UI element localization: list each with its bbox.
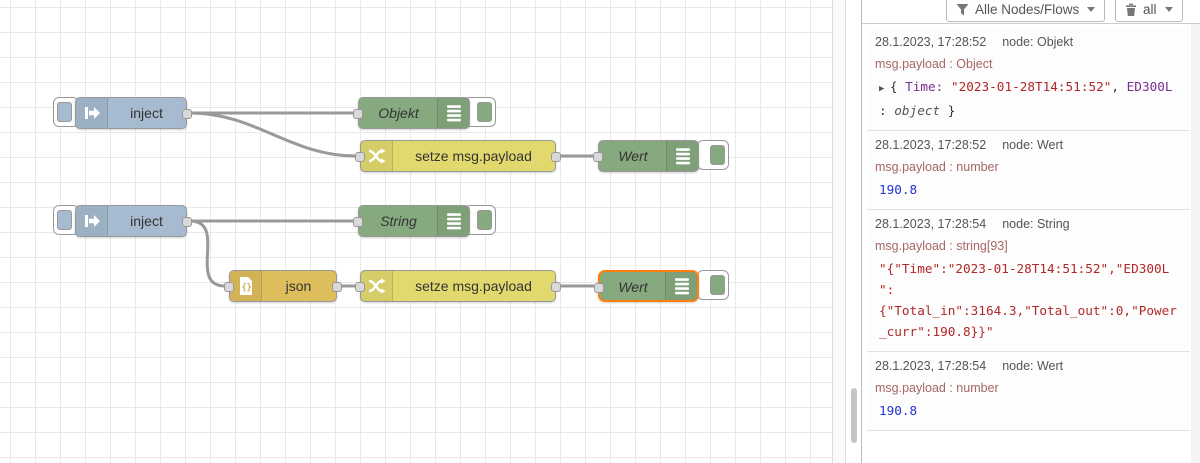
node-label: Wert <box>618 148 648 164</box>
debug-icon <box>666 141 698 171</box>
message-payload-value: 190.8 <box>879 403 918 418</box>
input-port[interactable] <box>353 217 363 227</box>
output-port[interactable] <box>551 282 561 292</box>
input-port[interactable] <box>594 283 604 293</box>
message-payload-value: "{"Time":"2023-01-28T14:51:52","ED300L "… <box>879 261 1177 339</box>
json-file-icon: {} <box>230 271 262 301</box>
inject-node[interactable]: inject <box>75 205 192 237</box>
output-port[interactable] <box>332 282 342 292</box>
message-payload-meta: msg.payload : number <box>875 381 999 395</box>
node-label: String <box>380 213 417 229</box>
shuffle-icon <box>361 271 393 301</box>
input-port[interactable] <box>355 152 365 162</box>
message-payload-value: 190.8 <box>879 182 918 197</box>
sidebar-scrollbar-thumb[interactable] <box>851 388 857 443</box>
node-label: Objekt <box>378 105 419 121</box>
wire[interactable] <box>188 111 358 158</box>
clear-button-label: all <box>1143 1 1157 17</box>
debug-message: 28.1.2023, 17:28:54 node: String msg.payl… <box>867 210 1190 352</box>
sidebar-scrollbar-track[interactable] <box>1191 24 1200 463</box>
node-label: setze msg.payload <box>415 148 532 164</box>
chevron-down-icon <box>1087 6 1096 12</box>
input-port[interactable] <box>593 152 603 162</box>
message-payload-meta: msg.payload : number <box>875 160 999 174</box>
debug-message: 28.1.2023, 17:28:54 node: Wert msg.payloa… <box>867 352 1190 431</box>
output-port[interactable] <box>182 109 192 119</box>
debug-icon <box>437 98 469 128</box>
canvas-vertical-scrollbar[interactable] <box>832 0 846 463</box>
debug-message: 28.1.2023, 17:28:52 node: Objekt msg.payl… <box>867 28 1190 131</box>
message-source-node: node: Wert <box>1002 138 1064 152</box>
debug-node-wert-selected[interactable]: Wert <box>594 270 699 302</box>
output-port[interactable] <box>182 217 192 227</box>
debug-clear-button[interactable]: all <box>1115 0 1183 22</box>
input-port[interactable] <box>355 282 365 292</box>
message-source-node: node: Wert <box>1002 359 1064 373</box>
wire[interactable] <box>188 219 227 288</box>
message-timestamp: 28.1.2023, 17:28:54 <box>875 359 987 373</box>
debug-icon <box>437 206 469 236</box>
message-source-node: node: String <box>1002 217 1070 231</box>
debug-enable-toggle[interactable] <box>697 270 729 300</box>
flow-canvas[interactable]: inject Objekt setze msg.payload Wert <box>0 0 832 463</box>
inject-trigger-button[interactable] <box>53 97 79 127</box>
sidebar-header-divider <box>862 23 1200 24</box>
filter-button-label: Alle Nodes/Flows <box>975 1 1080 17</box>
shuffle-icon <box>361 141 393 171</box>
change-node[interactable]: setze msg.payload <box>355 140 561 172</box>
message-timestamp: 28.1.2023, 17:28:52 <box>875 35 987 49</box>
input-port[interactable] <box>224 282 234 292</box>
debug-message-list[interactable]: 28.1.2023, 17:28:52 node: Objekt msg.payl… <box>867 24 1190 431</box>
message-payload-meta: msg.payload : string[93] <box>875 239 1008 253</box>
inject-trigger-button[interactable] <box>53 205 79 235</box>
inject-icon <box>76 98 108 128</box>
debug-node-objekt[interactable]: Objekt <box>353 97 470 129</box>
wires-layer <box>188 111 596 288</box>
trash-icon <box>1126 3 1136 16</box>
debug-node-string[interactable]: String <box>353 205 470 237</box>
json-node[interactable]: {} json <box>224 270 342 302</box>
debug-icon <box>665 272 697 300</box>
chevron-down-icon <box>1164 6 1173 12</box>
debug-node-wert[interactable]: Wert <box>593 140 699 172</box>
message-timestamp: 28.1.2023, 17:28:52 <box>875 138 987 152</box>
node-label: inject <box>130 213 163 229</box>
node-label: setze msg.payload <box>415 278 532 294</box>
debug-filter-button[interactable]: Alle Nodes/Flows <box>946 0 1106 22</box>
message-payload-value[interactable]: ▶ { Time: "2023-01-28T14:51:52", ED300L … <box>879 79 1173 118</box>
message-source-node: node: Objekt <box>1002 35 1074 49</box>
output-port[interactable] <box>551 152 561 162</box>
message-timestamp: 28.1.2023, 17:28:54 <box>875 217 987 231</box>
inject-node[interactable]: inject <box>75 97 192 129</box>
change-node[interactable]: setze msg.payload <box>355 270 561 302</box>
debug-sidebar: Alle Nodes/Flows all 28.1.2023, 17:28:52… <box>861 0 1200 463</box>
node-label: Wert <box>618 279 648 295</box>
debug-enable-toggle[interactable] <box>697 140 729 170</box>
debug-message: 28.1.2023, 17:28:52 node: Wert msg.payloa… <box>867 131 1190 210</box>
message-payload-meta: msg.payload : Object <box>875 57 993 71</box>
node-label: inject <box>130 105 163 121</box>
inject-icon <box>76 206 108 236</box>
node-label: json <box>285 278 312 294</box>
filter-funnel-icon <box>956 3 969 15</box>
input-port[interactable] <box>353 109 363 119</box>
svg-text:{}: {} <box>241 283 251 293</box>
